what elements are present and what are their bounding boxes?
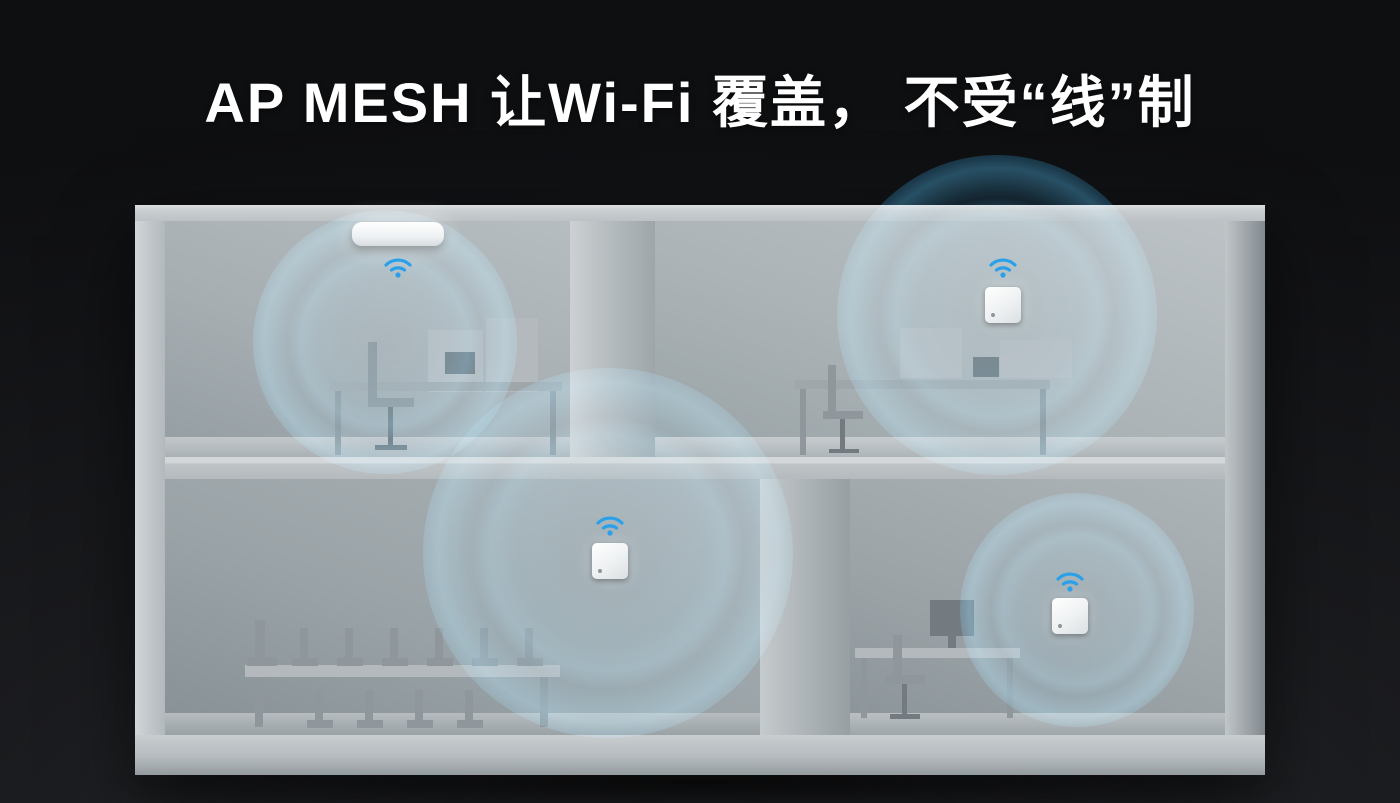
- floor-surface-upper-right: [655, 437, 1225, 457]
- floor-surface-lower-right: [850, 713, 1225, 735]
- wifi-icon: [986, 252, 1020, 278]
- chair-seat: [307, 720, 333, 728]
- conference-table-top: [245, 665, 560, 677]
- desk-top: [330, 382, 562, 391]
- chair-back: [345, 628, 353, 662]
- right-wall: [1225, 221, 1265, 735]
- chair-back: [480, 628, 488, 662]
- headline: AP MESH 让Wi-Fi 覆盖， 不受“线”制: [204, 71, 1196, 134]
- office-chair-back: [828, 365, 836, 411]
- chair-back: [415, 690, 423, 724]
- table-leg: [540, 677, 548, 727]
- chair-back: [315, 690, 323, 724]
- left-wall: [135, 221, 165, 735]
- chair-back: [365, 690, 373, 724]
- cabinet: [486, 318, 538, 392]
- office-chair-back: [368, 342, 377, 402]
- monitor: [973, 357, 999, 377]
- office-chair-pole: [840, 419, 845, 449]
- desk-top: [795, 380, 1050, 389]
- room-lower-left: [165, 479, 760, 735]
- chair-seat: [337, 658, 363, 666]
- chair-seat: [517, 658, 543, 666]
- wall-ap-upper-right: [985, 287, 1021, 323]
- chair-seat: [407, 720, 433, 728]
- coverage-upper-left: [253, 210, 517, 474]
- wifi-icon: [593, 510, 627, 536]
- ap-led: [991, 313, 995, 317]
- office-chair-pole: [388, 407, 393, 445]
- chair-back: [465, 690, 473, 724]
- desk-leg: [550, 391, 556, 455]
- desk-top: [855, 648, 1020, 658]
- ap-led: [598, 569, 602, 573]
- office-chair-seat: [885, 675, 925, 684]
- chair-seat: [292, 658, 318, 666]
- wall-ap-lower-right: [1052, 598, 1088, 634]
- ap-led: [1058, 624, 1062, 628]
- wall-ap-lower-middle: [592, 543, 628, 579]
- chair-seat: [357, 720, 383, 728]
- building-cutaway: [135, 205, 1265, 775]
- base-slab: [135, 735, 1265, 775]
- chair-seat: [472, 658, 498, 666]
- floor-slab: [165, 457, 1225, 479]
- roof-slab: [135, 205, 1265, 221]
- office-chair-base: [890, 714, 920, 719]
- ceiling-ap-upper-left: [352, 222, 444, 246]
- monitor: [930, 600, 974, 636]
- desk-leg: [800, 389, 806, 455]
- room-lower-right: [850, 479, 1225, 735]
- chair-seat: [382, 658, 408, 666]
- office-chair-seat: [823, 411, 863, 419]
- chair-seat: [427, 658, 453, 666]
- chair-back: [300, 628, 308, 662]
- cabinet: [1000, 340, 1072, 378]
- chair-back: [390, 628, 398, 662]
- desk-leg: [861, 658, 867, 718]
- table-leg: [255, 677, 263, 727]
- wifi-icon: [1053, 566, 1087, 592]
- chair-back: [435, 628, 443, 662]
- chair-back: [255, 620, 265, 660]
- chair-seat: [457, 720, 483, 728]
- office-chair-seat: [368, 398, 414, 407]
- wall-divider-upper: [570, 221, 655, 457]
- floor-surface-upper-left: [165, 437, 570, 457]
- wall-divider-lower: [760, 479, 850, 735]
- wifi-icon: [381, 252, 415, 278]
- desk-leg: [1007, 658, 1013, 718]
- office-chair-base: [829, 449, 859, 453]
- monitor: [445, 352, 475, 374]
- desk-leg: [335, 391, 341, 455]
- desk-leg: [1040, 389, 1046, 455]
- monitor-stand: [948, 636, 956, 648]
- cabinet: [900, 328, 962, 378]
- office-chair-pole: [902, 684, 907, 714]
- office-chair-base: [375, 445, 407, 450]
- office-chair-back: [893, 635, 902, 681]
- chair-back: [525, 628, 533, 662]
- chair-seat: [247, 657, 277, 666]
